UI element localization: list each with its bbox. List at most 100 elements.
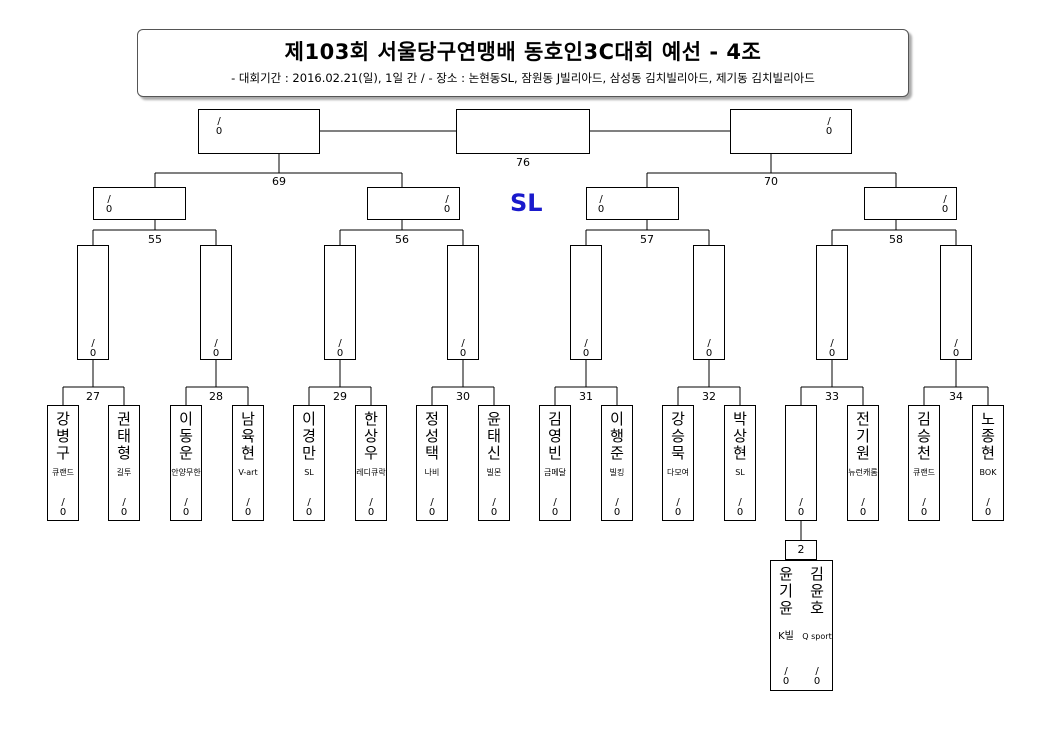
player-10-club: 빌킹: [609, 468, 625, 477]
quarter-score-7: /0: [828, 338, 836, 359]
player-3-score: /0: [182, 497, 190, 518]
semi-box-3-score: /0: [597, 194, 605, 215]
prelim-match-box: [785, 540, 817, 560]
player-9-score: /0: [551, 497, 559, 518]
match-number-57: 57: [640, 233, 654, 246]
match-number-33: 33: [825, 390, 839, 403]
player-16-score: /0: [984, 497, 992, 518]
final-score-left: /0: [215, 116, 223, 137]
match-number-56: 56: [395, 233, 409, 246]
venue-mark: SL: [510, 189, 543, 217]
quarter-box-8: [940, 245, 972, 360]
match-number-34: 34: [949, 390, 963, 403]
player-16-club: BOK: [979, 468, 997, 477]
page-subtitle: - 대회기간 : 2016.02.21(일), 1일 간 / - 장소 : 논현…: [231, 71, 815, 85]
player-7-club: 나비: [424, 468, 440, 477]
match-number-31: 31: [579, 390, 593, 403]
quarter-score-3: /0: [336, 338, 344, 359]
player-4-score: /0: [244, 497, 252, 518]
player-8-club: 빌몬: [486, 468, 502, 477]
quarter-box-6: [693, 245, 725, 360]
player-12-score: /0: [736, 497, 744, 518]
quarter-box-4: [447, 245, 479, 360]
player-4-club: V-art: [238, 468, 258, 477]
player-11-club: 다모여: [666, 468, 690, 477]
match-number-30: 30: [456, 390, 470, 403]
prelim-player-2-score: /0: [813, 666, 821, 687]
match-number-58: 58: [889, 233, 903, 246]
match-number-28: 28: [209, 390, 223, 403]
player-9-club: 금메달: [543, 468, 567, 477]
player-2-club: 길투: [116, 468, 132, 477]
semi-box-3: [586, 187, 679, 220]
match-number-29: 29: [333, 390, 347, 403]
player-13-cell: /0: [785, 405, 817, 521]
player-5-score: /0: [305, 497, 313, 518]
player-10-score: /0: [613, 497, 621, 518]
quarter-box-2: [200, 245, 232, 360]
player-2-score: /0: [120, 497, 128, 518]
player-12-club: SL: [735, 468, 745, 477]
prelim-player-1-club: K빌: [778, 631, 794, 642]
quarter-score-4: /0: [459, 338, 467, 359]
player-1-score: /0: [59, 497, 67, 518]
match-number-2: 2: [797, 543, 805, 556]
final-box-center: [456, 109, 590, 154]
player-15-score: /0: [920, 497, 928, 518]
quarter-box-5: [570, 245, 602, 360]
prelim-player-1-score: /0: [782, 666, 790, 687]
player-15-club: 큐랜드: [912, 468, 936, 477]
player-13-score: /0: [797, 497, 805, 518]
player-1-club: 큐랜드: [51, 468, 75, 477]
semi-box-4-score: /0: [941, 194, 949, 215]
prelim-player-2-club: Q sport: [802, 632, 832, 641]
player-8-score: /0: [490, 497, 498, 518]
match-number-76: 76: [516, 156, 530, 169]
semi-box-1: [93, 187, 186, 220]
match-number-32: 32: [702, 390, 716, 403]
quarter-score-2: /0: [212, 338, 220, 359]
player-7-score: /0: [428, 497, 436, 518]
player-6-score: /0: [367, 497, 375, 518]
semi-box-2: [367, 187, 460, 220]
player-14-club: 뉴런캐롬: [848, 468, 878, 477]
quarter-box-3: [324, 245, 356, 360]
semi-box-4: [864, 187, 957, 220]
header-banner: 제103회 서울당구연맹배 동호인3C대회 예선 - 4조 - 대회기간 : 2…: [137, 29, 909, 97]
final-box-left: [198, 109, 320, 154]
player-14-score: /0: [859, 497, 867, 518]
quarter-box-7: [816, 245, 848, 360]
final-box-right: [730, 109, 852, 154]
player-5-club: SL: [304, 468, 314, 477]
